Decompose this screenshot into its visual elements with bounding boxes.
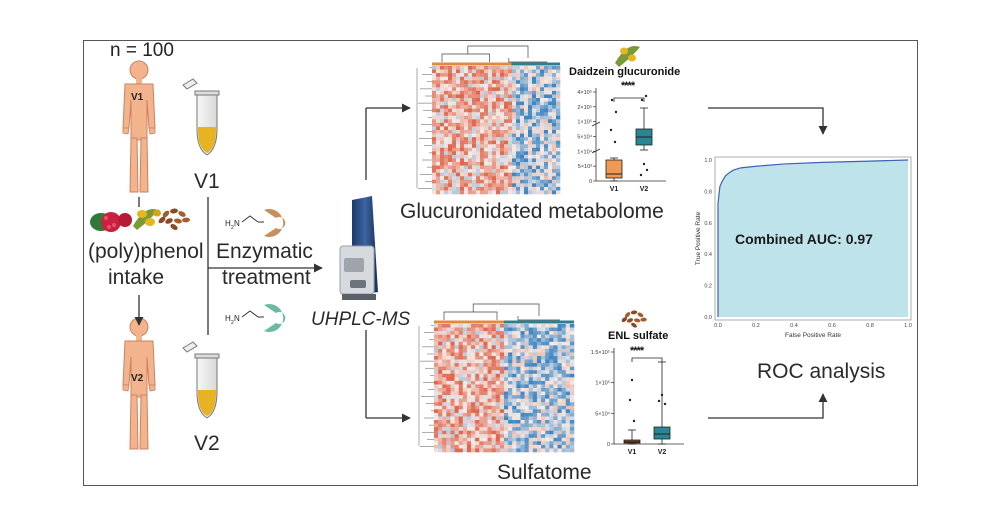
boxplot-ytick: 1×10⁴ <box>577 148 592 155</box>
roc-xlabel: False Positive Rate <box>785 332 841 339</box>
roc-ytick: 0.8 <box>704 189 712 195</box>
v2-tube-label: V2 <box>194 432 220 455</box>
berry-icon <box>90 212 132 232</box>
boxplot-ytick: 5×10⁴ <box>577 134 592 141</box>
roc-xtick: 0.6 <box>828 323 836 329</box>
treatment-label-line2: treatment <box>222 266 311 289</box>
auc-annotation: Combined AUC: 0.97 <box>735 231 873 247</box>
roc-curve <box>717 159 909 317</box>
intake-label-line2: intake <box>108 266 165 289</box>
boxplot-ytick: 5×10⁴ <box>595 410 610 417</box>
boxplot-xtick: V2 <box>640 186 649 193</box>
dendrogram <box>418 303 560 447</box>
svg-text:2: 2 <box>231 320 234 326</box>
svg-text:H: H <box>225 314 231 323</box>
boxplot-ytick: 4×10⁵ <box>577 89 592 96</box>
boxplot-ytick: 2×10⁵ <box>577 104 592 111</box>
svg-text:N: N <box>234 314 240 323</box>
seeds-icon <box>621 310 647 328</box>
sulfatome-label: Sulfatome <box>497 461 592 484</box>
amine-enzyme-icon: H 2 N <box>225 209 286 238</box>
roc-analysis-label: ROC analysis <box>757 360 886 383</box>
soybean-icon <box>615 46 640 67</box>
svg-text:H: H <box>225 219 231 228</box>
seeds-icon <box>158 208 190 230</box>
boxplot-xtick: V1 <box>628 449 637 456</box>
roc-ytick: 0.2 <box>704 284 712 290</box>
human-body-icon <box>122 60 156 193</box>
boxplot-ytick: 5×10³ <box>578 164 592 170</box>
roc-ytick: 1.0 <box>704 158 712 164</box>
roc-curve-icon: 0.0 0.2 0.4 0.6 0.8 1.0 0.0 0.2 0.4 0.6 0.8 1.0Fals… <box>695 156 912 339</box>
soybean-icon <box>133 209 161 230</box>
v1-tube-label: V1 <box>194 170 220 193</box>
enl-title: ENL sulfate <box>608 330 669 342</box>
amine-enzyme-icon: H 2 N <box>225 304 286 332</box>
boxplot-icon: 1.5×10⁵ 1×10⁵ 5×10⁴ 0V1 V2 <box>591 348 684 456</box>
svg-text:N: N <box>234 219 240 228</box>
boxplot-ytick: 0 <box>607 442 610 448</box>
svg-text:2: 2 <box>231 225 234 231</box>
roc-ytick: 0.0 <box>704 315 712 321</box>
boxplot-ytick: 0 <box>589 179 592 185</box>
heatmap-icon <box>416 45 561 195</box>
boxplot-icon: 4×10⁵ 2×10⁵ 1×10⁵ 5×10⁴ 1×10⁴ 5×10³ 0V1 V2 <box>577 88 666 193</box>
boxplot-xtick: V2 <box>658 449 667 456</box>
v1-body-label: V1 <box>131 92 144 103</box>
significance-stars: **** <box>621 80 635 92</box>
roc-ytick: 0.6 <box>704 221 712 227</box>
boxplot-ytick: 1.5×10⁵ <box>591 349 610 356</box>
instrument-label: UHPLC-MS <box>311 309 411 330</box>
roc-xtick: 0.8 <box>866 323 874 329</box>
dendrogram <box>416 45 548 189</box>
sample-size-label: n = 100 <box>110 40 174 61</box>
heatmap-icon <box>418 303 575 453</box>
daidzein-title: Daidzein glucuronide <box>569 66 681 78</box>
roc-ylabel: True Positive Rate <box>695 212 702 266</box>
mass-spectrometer-icon <box>339 196 378 300</box>
roc-xtick: 0.2 <box>752 323 760 329</box>
sample-tube-icon <box>182 78 220 156</box>
roc-ytick: 0.4 <box>704 252 712 258</box>
roc-xtick: 1.0 <box>904 323 912 329</box>
boxplot-ytick: 1×10⁵ <box>577 119 592 126</box>
treatment-label-line1: Enzymatic <box>216 240 313 263</box>
glucuronidated-label: Glucuronidated metabolome <box>400 200 664 223</box>
boxplot-ytick: 1×10⁵ <box>595 380 610 387</box>
boxplot-xtick: V1 <box>610 186 619 193</box>
intake-label-line1: (poly)phenol <box>88 240 204 263</box>
roc-xtick: 0.0 <box>714 323 722 329</box>
branch-arrows <box>365 103 828 423</box>
sample-tube-icon <box>182 341 220 419</box>
significance-stars: **** <box>630 345 644 357</box>
roc-xtick: 0.4 <box>790 323 798 329</box>
v2-body-label: V2 <box>131 373 144 384</box>
